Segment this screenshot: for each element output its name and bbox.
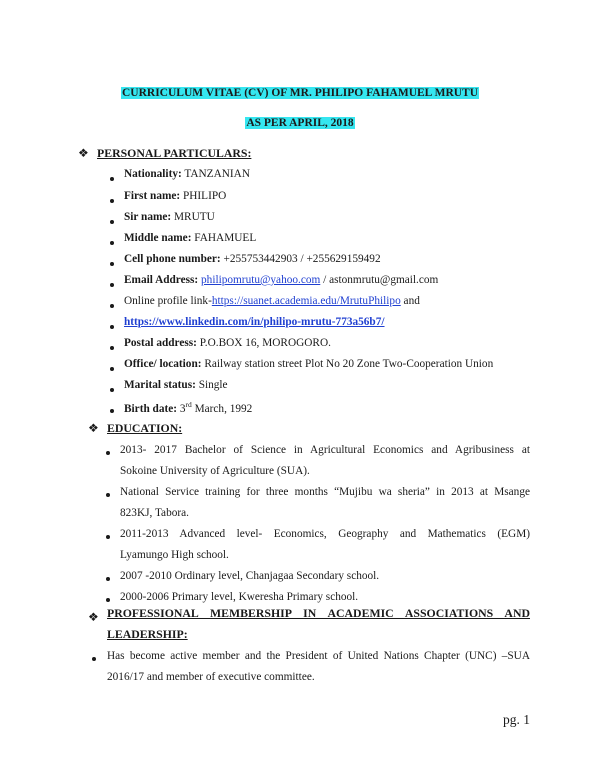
middle-name-label: Middle name: [124, 232, 192, 244]
professional-heading-line2: LEADERSHIP: [107, 627, 188, 641]
office-row: Office/ location: Railway station street… [124, 358, 493, 370]
marital-value: Single [198, 379, 228, 391]
professional-heading-line1: PROFESSIONAL MEMBERSHIP IN ACADEMIC ASSO… [107, 606, 530, 620]
cell-phone-label: Cell phone number: [124, 253, 221, 265]
diamond-bullet-icon: ❖ [78, 146, 89, 160]
bullet-icon [110, 409, 114, 413]
bullet-icon [110, 367, 114, 371]
email-link[interactable]: philipomrutu@yahoo.com [201, 274, 321, 286]
bullet-icon [106, 535, 110, 539]
education-item-line1: 2007 -2010 Ordinary level, Chanjagaa Sec… [120, 570, 380, 582]
cell-phone-value: +255753442903 / +255629159492 [223, 253, 381, 265]
online-profile-label: Online profile link- [124, 295, 212, 307]
professional-heading: PROFESSIONAL MEMBERSHIP IN ACADEMIC ASSO… [107, 603, 530, 645]
nationality-row: Nationality: TANZANIAN [124, 168, 250, 180]
postal-label: Postal address: [124, 337, 197, 349]
bullet-icon [110, 325, 114, 329]
personal-heading: PERSONAL PARTICULARS: [97, 146, 252, 160]
education-item: National Service training for three mont… [120, 482, 530, 524]
birth-day: 3 [179, 402, 186, 415]
bullet-icon [106, 598, 110, 602]
birth-label: Birth date: [124, 402, 178, 415]
sir-name-value: MRUTU [174, 211, 215, 223]
education-item-line2: 823KJ, Tabora. [120, 507, 189, 519]
cell-phone-row: Cell phone number: +255753442903 / +2556… [124, 253, 381, 265]
nationality-label: Nationality: [124, 168, 182, 180]
bullet-icon [106, 493, 110, 497]
birth-rest: March, 1992 [191, 402, 253, 415]
bullet-icon [110, 241, 114, 245]
postal-value: P.O.BOX 16, MOROGORO. [199, 337, 331, 349]
marital-label: Marital status: [124, 379, 196, 391]
education-item-line1: 2013- 2017 Bachelor of Science in Agricu… [120, 444, 530, 456]
middle-name-value: FAHAMUEL [194, 232, 257, 244]
professional-item-line1: Has become active member and the Preside… [107, 650, 530, 662]
education-item-line1: 2011-2013 Advanced level- Economics, Geo… [120, 528, 530, 540]
professional-item: Has become active member and the Preside… [107, 646, 530, 688]
first-name-value: PHILIPO [182, 190, 227, 202]
bullet-icon [106, 577, 110, 581]
bullet-icon [110, 220, 114, 224]
bullet-icon [110, 177, 114, 181]
bullet-icon [110, 262, 114, 266]
email-label: Email Address: [124, 274, 199, 286]
bullet-icon [110, 283, 114, 287]
check-diamond-icon: ❖ [88, 421, 99, 435]
cv-title-text: CURRICULUM VITAE (CV) OF MR. PHILIPO FAH… [120, 87, 480, 99]
education-item-line1: National Service training for three mont… [120, 486, 530, 498]
education-item: 2007 -2010 Ordinary level, Chanjagaa Sec… [120, 566, 530, 587]
sir-name-label: Sir name: [124, 211, 172, 223]
birth-day-suffix: rd [185, 400, 192, 409]
education-item-line2: Lyamungo High school. [120, 549, 229, 561]
bullet-icon [92, 657, 96, 661]
linkedin-row: https://www.linkedin.com/in/philipo-mrut… [124, 316, 385, 328]
academia-link[interactable]: https://suanet.academia.edu/MrutuPhilipo [211, 295, 401, 307]
email-alt: / astonmrutu@gmail.com [320, 274, 439, 286]
professional-item-line2: 2016/17 and member of executive committe… [107, 671, 315, 683]
first-name-row: First name: PHILIPO [124, 190, 226, 202]
bullet-icon [106, 451, 110, 455]
online-profile-row: Online profile link-https://suanet.acade… [124, 295, 420, 307]
birth-row: Birth date: 3rd March, 1992 [124, 400, 252, 415]
page-number: pg. 1 [503, 712, 530, 727]
cv-date: AS PER APRIL, 2018 [0, 117, 600, 129]
check-diamond-icon: ❖ [88, 610, 99, 624]
email-row: Email Address: philipomrutu@yahoo.com / … [124, 274, 438, 286]
education-item-line1: 2000-2006 Primary level, Kweresha Primar… [120, 591, 359, 603]
bullet-icon [110, 388, 114, 392]
bullet-icon [110, 199, 114, 203]
bullet-icon [110, 346, 114, 350]
cv-date-text: AS PER APRIL, 2018 [245, 117, 355, 129]
middle-name-row: Middle name: FAHAMUEL [124, 232, 256, 244]
education-heading: EDUCATION: [107, 421, 183, 435]
sir-name-row: Sir name: MRUTU [124, 211, 215, 223]
first-name-label: First name: [124, 190, 181, 202]
bullet-icon [110, 304, 114, 308]
cv-title: CURRICULUM VITAE (CV) OF MR. PHILIPO FAH… [0, 87, 600, 99]
education-item: 2000-2006 Primary level, Kweresha Primar… [120, 587, 530, 608]
office-label: Office/ location: [124, 358, 202, 370]
education-item: 2011-2013 Advanced level- Economics, Geo… [120, 524, 530, 566]
nationality-value: TANZANIAN [184, 168, 250, 180]
linkedin-link[interactable]: https://www.linkedin.com/in/philipo-mrut… [124, 316, 385, 328]
education-item-line2: Sokoine University of Agriculture (SUA). [120, 465, 310, 477]
education-item: 2013- 2017 Bachelor of Science in Agricu… [120, 440, 530, 482]
office-value: Railway station street Plot No 20 Zone T… [204, 358, 494, 370]
marital-row: Marital status: Single [124, 379, 228, 391]
online-profile-and: and [400, 295, 420, 307]
postal-row: Postal address: P.O.BOX 16, MOROGORO. [124, 337, 331, 349]
